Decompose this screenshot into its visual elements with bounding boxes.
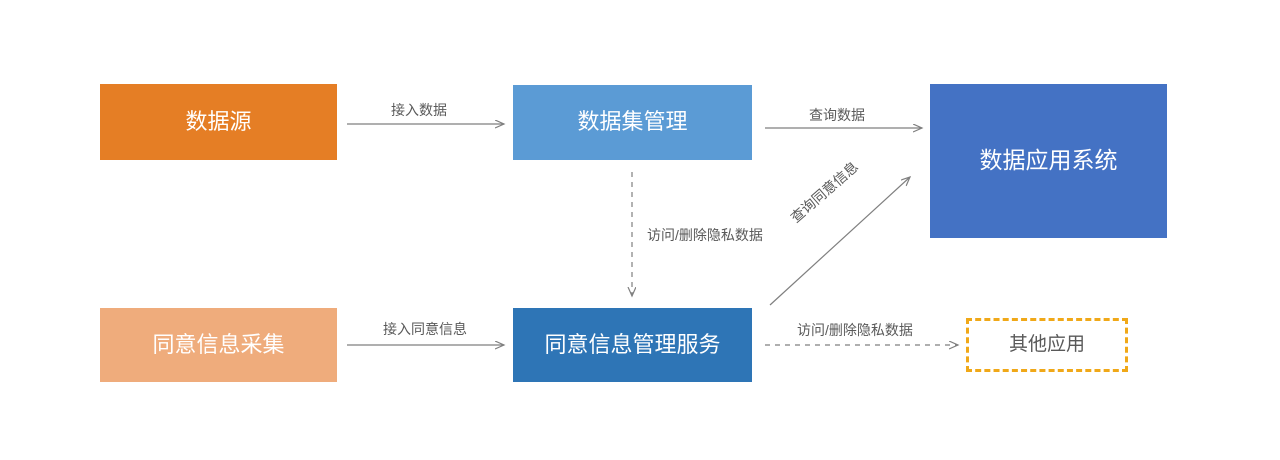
node-other-apps[interactable]: 其他应用	[966, 318, 1128, 372]
node-dataset-management-label: 数据集管理	[577, 109, 688, 135]
edge-label-query-data: 查询数据	[809, 107, 865, 123]
node-other-apps-label: 其他应用	[1008, 333, 1085, 355]
node-data-source-label: 数据源	[185, 108, 252, 134]
node-dataset-management[interactable]: 数据集管理	[513, 85, 752, 160]
node-data-source[interactable]: 数据源	[100, 84, 337, 160]
edge-query-consent	[769, 177, 910, 306]
node-consent-service[interactable]: 同意信息管理服务	[513, 308, 752, 382]
node-data-app-system-label: 数据应用系统	[979, 147, 1118, 174]
edge-label-ingest-consent: 接入同意信息	[383, 321, 467, 337]
edge-label-access-delete-private-top: 访问/删除隐私数据	[647, 227, 763, 243]
node-consent-service-label: 同意信息管理服务	[544, 331, 721, 357]
node-data-app-system[interactable]: 数据应用系统	[930, 84, 1167, 238]
edge-label-access-delete-private-bottom: 访问/删除隐私数据	[797, 322, 913, 338]
node-consent-collection[interactable]: 同意信息采集	[100, 308, 337, 382]
edge-label-ingest-data: 接入数据	[391, 102, 447, 118]
node-consent-collection-label: 同意信息采集	[152, 331, 285, 357]
